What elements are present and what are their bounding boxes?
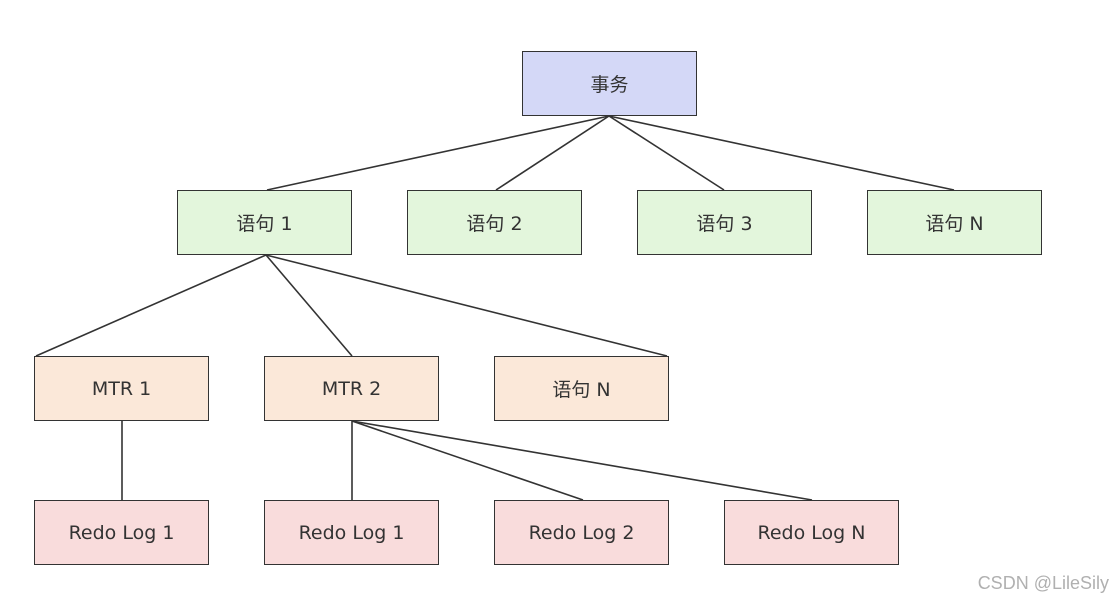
edge-root-statement1 <box>266 115 610 191</box>
edge-statement1-mtr1 <box>35 254 267 357</box>
node-redo-log-mtr2-2: Redo Log 2 <box>494 500 669 565</box>
node-redo-log-mtr2-n: Redo Log N <box>724 500 899 565</box>
edge-root-statement2 <box>495 115 610 191</box>
node-redo-log-mtr1-1: Redo Log 1 <box>34 500 209 565</box>
edge-root-statementN <box>608 115 955 191</box>
node-transaction: 事务 <box>522 51 697 116</box>
node-statement-1: 语句 1 <box>177 190 352 255</box>
node-mtr-1: MTR 1 <box>34 356 209 421</box>
node-statement-2: 语句 2 <box>407 190 582 255</box>
node-statement-3: 语句 3 <box>637 190 812 255</box>
edge-root-statement3 <box>608 115 725 191</box>
edge-mtr2-redo2 <box>351 420 584 501</box>
edge-statement1-mtrN <box>265 254 668 357</box>
node-statement-n: 语句 N <box>867 190 1042 255</box>
watermark: CSDN @LileSily <box>977 573 1109 593</box>
edge-mtr2-redoN <box>351 420 813 501</box>
node-mtr-n: 语句 N <box>494 356 669 421</box>
edge-statement1-mtr2 <box>265 254 353 357</box>
node-redo-log-mtr2-1: Redo Log 1 <box>264 500 439 565</box>
node-mtr-2: MTR 2 <box>264 356 439 421</box>
